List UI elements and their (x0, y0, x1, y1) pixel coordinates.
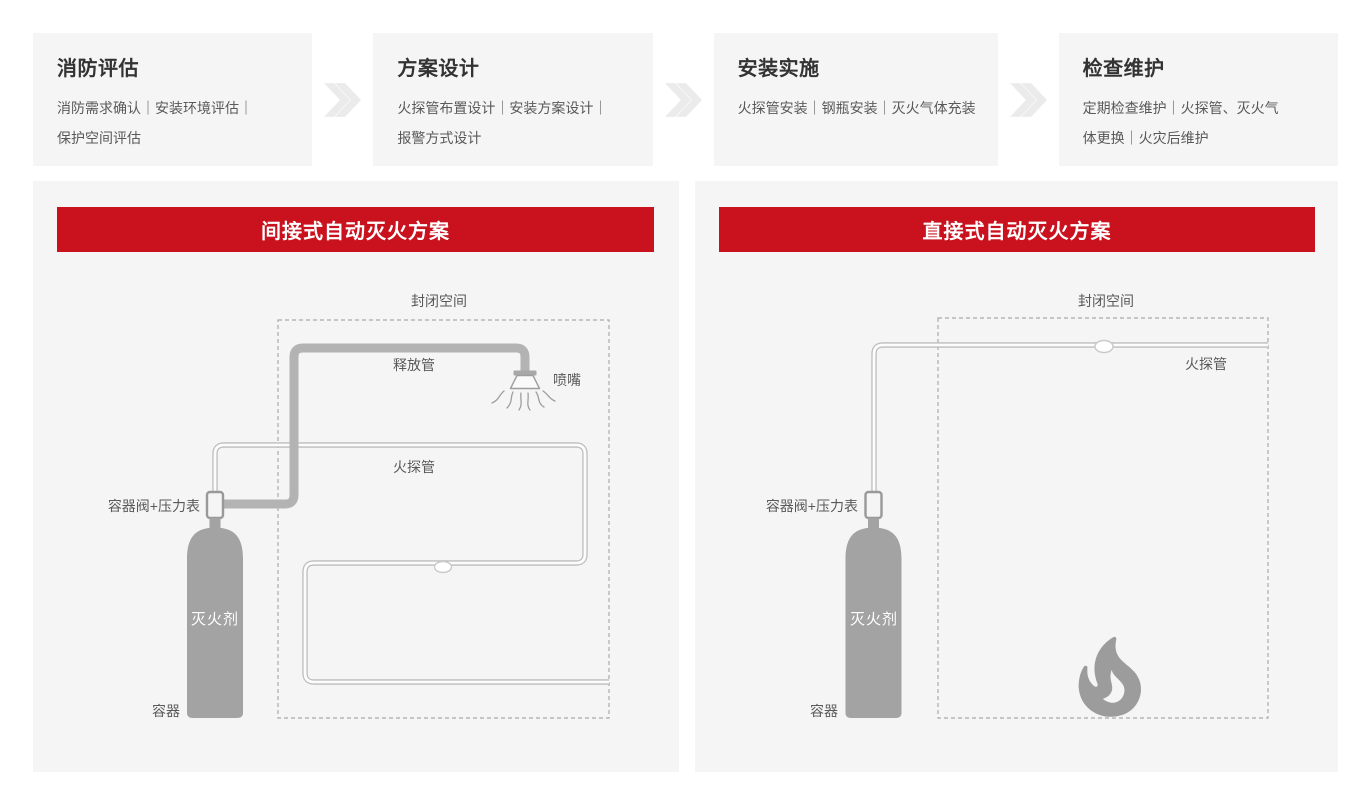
enclosed-space-label: 封闭空间 (1078, 293, 1134, 309)
step-detail-line: 报警方式设计 (397, 130, 482, 146)
step-separator (998, 33, 1059, 166)
double-chevron-icon (1009, 82, 1047, 117)
panel-indirect-system: 间接式自动灭火方案 封闭空间 火探管 释放管 (33, 181, 679, 772)
step-detail-line: 保护空间评估 (57, 130, 141, 146)
release-pipe (223, 343, 530, 509)
panel-title-bar: 直接式自动灭火方案 (719, 207, 1315, 252)
agent-label: 灭火剂 (191, 611, 239, 628)
panel-title-bar: 间接式自动灭火方案 (57, 207, 654, 252)
nozzle-label: 喷嘴 (553, 372, 581, 388)
step-separator (312, 33, 373, 166)
tube-connector-bubble (433, 560, 453, 574)
detection-tube-label: 火探管 (1185, 356, 1227, 372)
container-label: 容器 (152, 703, 180, 719)
solution-panels-row: 间接式自动灭火方案 封闭空间 火探管 释放管 (33, 181, 1338, 772)
agent-cylinder (845, 518, 902, 718)
container-valve (205, 490, 225, 520)
detection-tube-label: 火探管 (393, 459, 435, 475)
enclosed-space-label: 封闭空间 (411, 293, 467, 309)
step-title: 方案设计 (397, 58, 480, 80)
step-detail-line: 火探管安装｜钢瓶安装｜灭火气体充装 (737, 100, 976, 116)
enclosed-space-boundary (937, 317, 1269, 719)
step-detail-line: 定期检查维护｜火探管、灭火气 (1082, 100, 1279, 116)
panel-direct-system: 直接式自动灭火方案 封闭空间 火探管 (695, 181, 1338, 772)
step-card-installation: 安装实施 火探管安装｜钢瓶安装｜灭火气体充装 (713, 33, 998, 166)
tube-connector-bubble (1094, 339, 1114, 354)
step-card-design: 方案设计 火探管布置设计｜安装方案设计｜ 报警方式设计 (373, 33, 653, 166)
direct-system-diagram: 封闭空间 火探管 容器阀+压力表 灭火剂 容 (766, 293, 1269, 719)
step-title: 检查维护 (1082, 58, 1165, 80)
agent-cylinder (187, 518, 243, 718)
step-card-maintenance: 检查维护 定期检查维护｜火探管、灭火气 体更换｜火灾后维护 (1058, 33, 1338, 166)
indirect-system-diagram: 封闭空间 火探管 释放管 (108, 293, 610, 719)
step-card-assessment: 消防评估 消防需求确认｜安装环境评估｜ 保护空间评估 (33, 33, 313, 166)
valve-label: 容器阀+压力表 (766, 498, 858, 514)
panel-title: 间接式自动灭火方案 (261, 221, 450, 243)
step-detail-line: 消防需求确认｜安装环境评估｜ (57, 100, 253, 116)
double-chevron-icon (324, 82, 362, 117)
container-valve (864, 490, 883, 520)
step-detail-line: 体更换｜火灾后维护 (1082, 130, 1209, 146)
step-title: 消防评估 (57, 58, 139, 80)
agent-label: 灭火剂 (850, 611, 898, 628)
fire-detection-tube (212, 442, 609, 685)
double-chevron-icon (664, 82, 702, 117)
valve-label: 容器阀+压力表 (108, 498, 200, 514)
step-title: 安装实施 (737, 58, 820, 80)
cylinder-group (845, 490, 902, 718)
panel-title: 直接式自动灭火方案 (922, 221, 1112, 243)
step-detail-line: 火探管布置设计｜安装方案设计｜ (397, 100, 608, 116)
step-separator (653, 33, 714, 166)
fire-detection-tube (871, 342, 1268, 492)
nozzle-icon (491, 370, 556, 411)
release-pipe-label: 释放管 (393, 357, 435, 373)
process-steps-row: 消防评估 消防需求确认｜安装环境评估｜ 保护空间评估 方案设计 火探管布置设计｜… (33, 33, 1338, 166)
container-label: 容器 (810, 703, 838, 719)
flame-icon (1078, 636, 1141, 717)
